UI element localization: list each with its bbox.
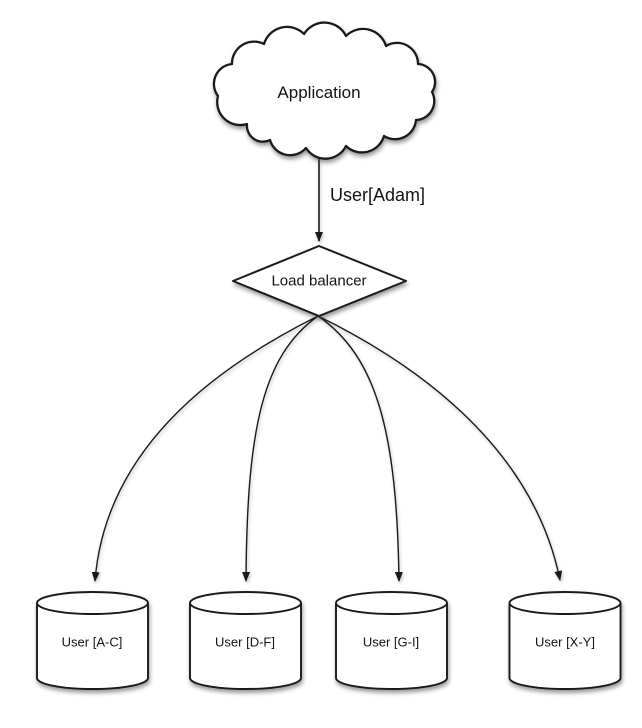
- shard-cylinder-4: [508, 591, 622, 690]
- edge-label-user-adam: User[Adam]: [330, 185, 426, 205]
- arrow-loadbalancer-to-shard-1: [91, 315, 319, 582]
- arrow-loadbalancer-to-shard-2: [242, 315, 319, 582]
- shard-label-x-y: User [X-Y]: [535, 634, 595, 650]
- arrow-loadbalancer-to-shard-4: [317, 315, 563, 581]
- load-balancer-diamond-shape: [232, 245, 407, 317]
- application-label: Application: [277, 83, 361, 102]
- shard-label-g-i: User [G-I]: [362, 634, 420, 650]
- shard-label-d-f: User [D-F]: [215, 634, 275, 650]
- load-balancer-label: Load balancer: [271, 272, 367, 290]
- application-cloud-shape: [212, 21, 437, 160]
- arrow-loadbalancer-to-shard-3: [317, 315, 403, 582]
- shard-cylinder-3: [335, 591, 448, 690]
- shard-cylinder-2: [189, 591, 302, 690]
- shard-cylinder-1: [36, 591, 149, 690]
- shard-label-a-c: User [A-C]: [61, 634, 123, 650]
